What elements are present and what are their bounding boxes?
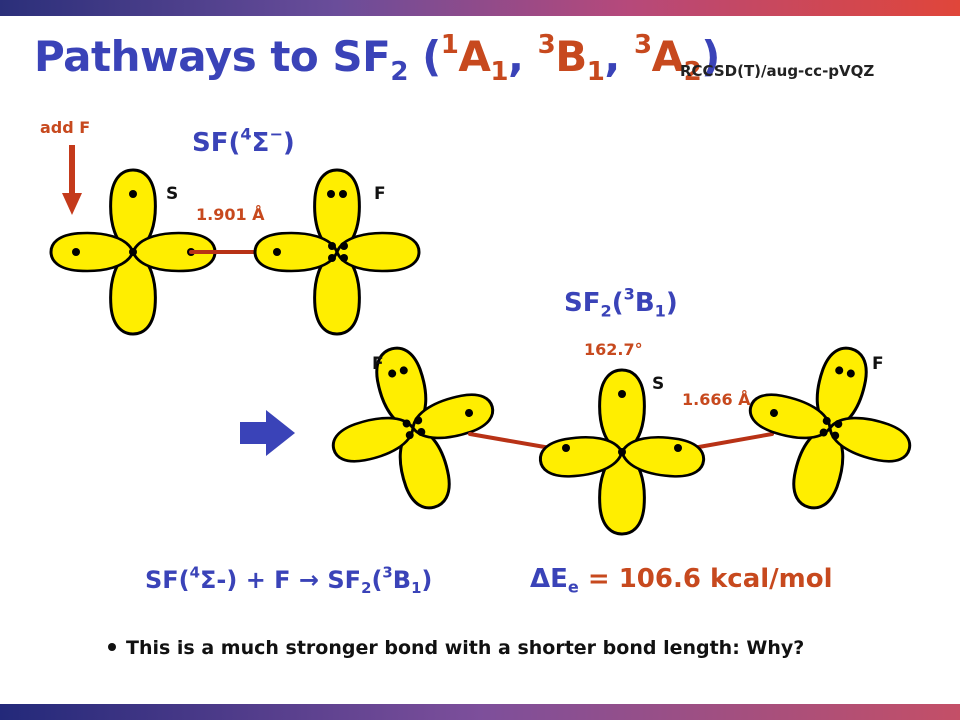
method-label: RCCSD(T)/aug-cc-pVQZ: [680, 62, 875, 80]
sf2-sulfur-orbitals: [536, 368, 708, 536]
sf-state-label: SF(4Σ−): [192, 124, 295, 158]
sf2-left-f-label: F: [372, 354, 384, 374]
reaction-equation: SF(4Σ-) + F → SF2(3B1): [145, 563, 433, 598]
sf-s-atom-label: S: [166, 184, 179, 204]
slide-title: Pathways to SF2 (1A1, 3B1, 3A2): [34, 29, 720, 88]
bottom-gradient-bar: [0, 704, 960, 720]
sf-bond-length: 1.901 Å: [196, 205, 265, 224]
reaction-energy: ΔEe = 106.6 kcal/mol: [530, 564, 833, 597]
sf-fluorine-orbitals: [253, 168, 421, 336]
sf-f-atom-label: F: [374, 184, 386, 204]
add-f-label: add F: [40, 118, 91, 137]
top-gradient-bar: [0, 0, 960, 16]
add-arrow: [62, 145, 82, 215]
sf2-bond-angle: 162.7°: [584, 340, 643, 359]
sf2-state-label: SF2(3B1): [564, 284, 678, 321]
sf2-bond-length: 1.666 Å: [682, 390, 751, 409]
sf2-left-fluorine-orbitals: [327, 341, 499, 515]
sf2-right-fluorine-orbitals: [744, 341, 916, 515]
sf2-s-atom-label: S: [652, 374, 665, 394]
reaction-arrow-icon: [240, 410, 295, 456]
bullet-dot-icon: [108, 642, 116, 651]
bullet-point: This is a much stronger bond with a shor…: [108, 637, 804, 659]
sf2-right-f-label: F: [872, 354, 884, 374]
